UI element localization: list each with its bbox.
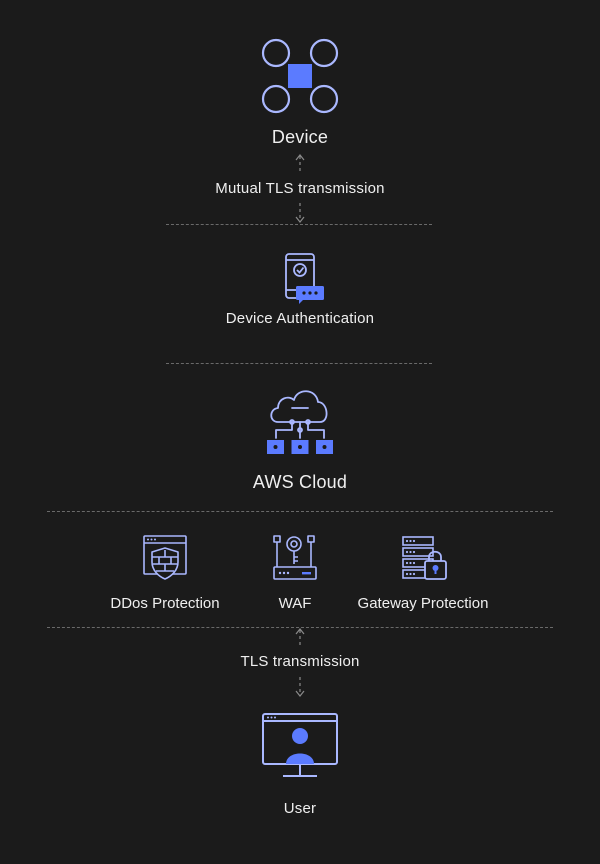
cloud-network-icon — [267, 390, 333, 454]
firewall-icon — [143, 535, 187, 580]
monitor-user-icon — [262, 713, 338, 777]
ddos-label: DDos Protection — [110, 595, 220, 612]
device-auth-label: Device Authentication — [225, 310, 375, 327]
divider-1 — [166, 224, 432, 225]
divider-4 — [47, 627, 553, 628]
gateway-label: Gateway Protection — [357, 595, 489, 612]
tls-label: TLS transmission — [240, 653, 360, 670]
divider-3 — [47, 511, 553, 512]
server-lock-icon — [402, 536, 447, 580]
mutual-tls-label: Mutual TLS transmission — [215, 180, 385, 197]
tls-arrow-icon — [295, 628, 305, 697]
device-label: Device — [271, 127, 329, 147]
divider-2 — [166, 363, 432, 364]
waf-label: WAF — [278, 595, 312, 612]
drone-icon — [261, 38, 339, 114]
phone-chat-icon — [285, 253, 324, 304]
mutual-tls-arrow-icon — [295, 154, 305, 223]
waf-key-icon — [273, 535, 317, 580]
aws-cloud-label: AWS Cloud — [252, 472, 348, 492]
user-label: User — [283, 800, 317, 817]
